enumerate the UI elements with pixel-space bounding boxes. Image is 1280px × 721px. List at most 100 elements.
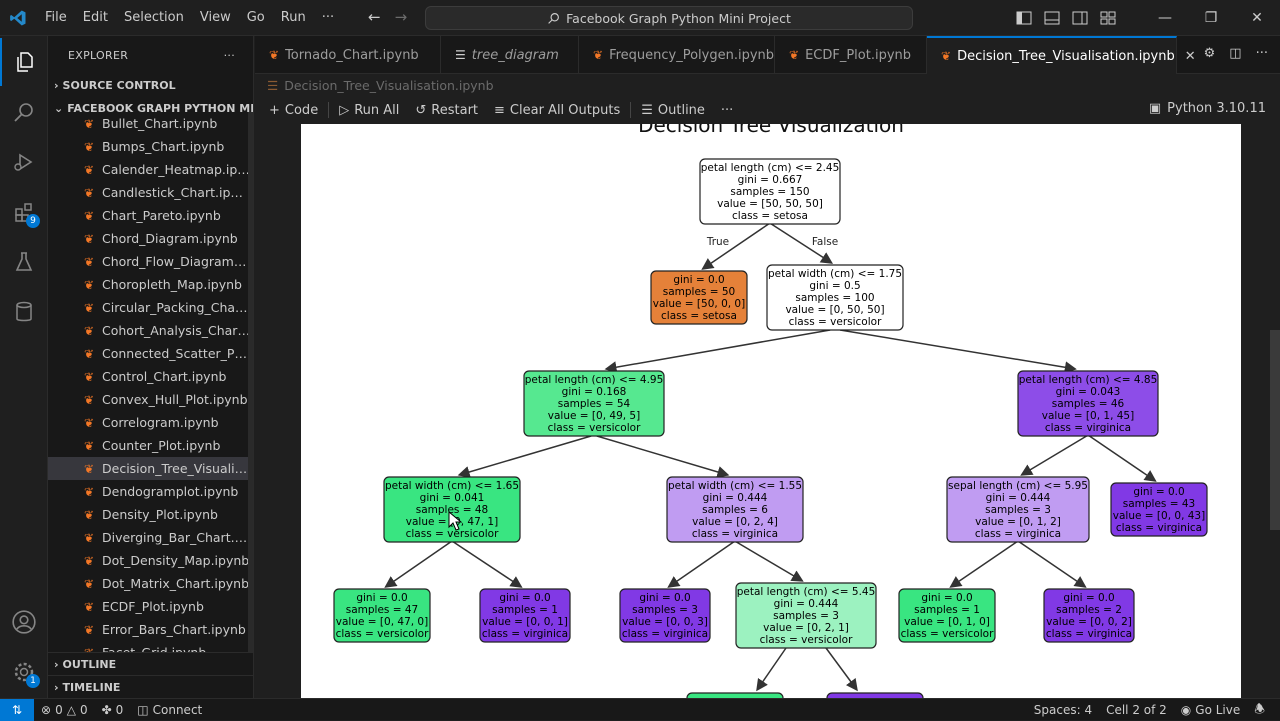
ports-status[interactable]: ✤0: [95, 703, 131, 717]
explorer-icon[interactable]: [0, 38, 48, 86]
explorer-more-icon[interactable]: ···: [223, 48, 235, 62]
menu-selection[interactable]: Selection: [123, 10, 184, 25]
close-window-icon[interactable]: ✕: [1251, 10, 1263, 26]
timeline-section[interactable]: › TIMELINE: [48, 675, 253, 698]
warning-icon: △: [66, 702, 76, 717]
minimize-icon[interactable]: —: [1158, 10, 1172, 26]
file-item[interactable]: ❦Control_Chart.ipynb: [48, 365, 253, 388]
toggle-secondary-sidebar-icon[interactable]: [1066, 11, 1094, 25]
breadcrumb-file[interactable]: Decision_Tree_Visualisation.ipynb: [284, 77, 494, 93]
manage-gear-icon[interactable]: 1: [0, 648, 48, 696]
toggle-panel-icon[interactable]: [1038, 11, 1066, 25]
file-item[interactable]: ❦Chord_Flow_Diagram.ip...: [48, 250, 253, 273]
tab-3[interactable]: ❦ECDF_Plot.ipynb: [775, 36, 927, 74]
menu-file[interactable]: File: [45, 10, 67, 25]
file-item[interactable]: ❦Cohort_Analysis_Chart.i...: [48, 319, 253, 342]
testing-flask-icon[interactable]: [0, 238, 48, 286]
file-item[interactable]: ❦ECDF_Plot.ipynb: [48, 595, 253, 618]
file-item[interactable]: ❦Choropleth_Map.ipynb: [48, 273, 253, 296]
tree-node-text: gini = 0.0: [673, 274, 724, 286]
connect-status[interactable]: ◫Connect: [130, 703, 209, 717]
sidebar-scrollbar[interactable]: [248, 112, 253, 652]
tree-edge: [825, 647, 858, 692]
file-name: Candlestick_Chart.ipynb: [102, 185, 250, 200]
menu-run[interactable]: Run: [280, 10, 306, 25]
file-item[interactable]: ❦Chart_Pareto.ipynb: [48, 204, 253, 227]
close-tab-icon[interactable]: ✕: [1184, 48, 1196, 64]
run-all-button[interactable]: ▷Run All: [331, 103, 407, 118]
file-item[interactable]: ❦Circular_Packing_Chart.i...: [48, 296, 253, 319]
file-name: Facet_Grid.ipynb: [102, 645, 206, 652]
accounts-icon[interactable]: [0, 598, 48, 646]
clear-outputs-button[interactable]: ≡Clear All Outputs: [486, 103, 628, 118]
jupyter-icon: ❦: [941, 49, 952, 63]
restart-button[interactable]: ↺Restart: [407, 103, 486, 118]
database-icon[interactable]: [0, 288, 48, 336]
jupyter-icon: ❦: [84, 461, 95, 476]
add-code-button[interactable]: +Code: [261, 103, 326, 118]
menu-go[interactable]: Go: [246, 10, 265, 25]
file-name: Circular_Packing_Chart.i...: [102, 300, 250, 315]
toolbar-more-button[interactable]: ···: [720, 102, 734, 118]
tab-2[interactable]: ❦Frequency_Polygen.ipynb: [579, 36, 775, 74]
toolbar-divider: [630, 102, 632, 118]
run-debug-icon[interactable]: [0, 138, 48, 186]
folder-section[interactable]: ⌄ FACEBOOK GRAPH PYTHON MI...: [48, 97, 253, 120]
file-item[interactable]: ❦Bullet_Chart.ipynb: [48, 112, 253, 135]
menu-view[interactable]: View: [199, 10, 231, 25]
tree-node-text: value = [0, 0, 2]: [1046, 616, 1132, 628]
command-center-search[interactable]: Facebook Graph Python Mini Project: [425, 6, 913, 30]
back-arrow-icon[interactable]: ←: [368, 8, 381, 26]
problems-status[interactable]: ⊗0 △0: [34, 703, 95, 717]
editor-scrollbar[interactable]: [1270, 330, 1280, 530]
tab-4[interactable]: ❦Decision_Tree_Visualisation.ipynb✕: [927, 36, 1196, 74]
file-item[interactable]: ❦Dot_Matrix_Chart.ipynb: [48, 572, 253, 595]
restore-icon[interactable]: ❐: [1204, 10, 1218, 26]
tab-1[interactable]: ☰tree_diagram: [441, 36, 579, 74]
forward-arrow-icon[interactable]: →: [394, 8, 408, 26]
file-item[interactable]: ❦Error_Bars_Chart.ipynb: [48, 618, 253, 641]
menu-more[interactable]: ···: [321, 10, 335, 25]
file-item[interactable]: ❦Dot_Density_Map.ipynb: [48, 549, 253, 572]
tree-edge: [1088, 435, 1157, 482]
remote-icon[interactable]: ⇅: [0, 698, 34, 721]
extensions-icon[interactable]: 9: [0, 188, 48, 236]
outline-section[interactable]: › OUTLINE: [48, 652, 253, 675]
more-actions-icon[interactable]: ···: [1255, 46, 1268, 61]
outline-button[interactable]: ☰Outline: [633, 103, 713, 118]
toggle-sidebar-icon[interactable]: [1010, 11, 1038, 25]
go-live-status[interactable]: ◉Go Live: [1174, 703, 1247, 717]
notifications-bell-icon[interactable]: 🕭: [1254, 701, 1265, 716]
tree-node-text: class = virginica: [692, 528, 778, 540]
jupyter-icon: ❦: [84, 323, 95, 338]
file-item[interactable]: ❦Density_Plot.ipynb: [48, 503, 253, 526]
settings-gear-icon[interactable]: ⚙: [1203, 46, 1216, 61]
tree-node-text: gini = 0.444: [703, 492, 768, 504]
file-item[interactable]: ❦Counter_Plot.ipynb: [48, 434, 253, 457]
source-control-section[interactable]: › SOURCE CONTROL: [48, 74, 253, 97]
file-item[interactable]: ❦Calender_Heatmap.ipynb: [48, 158, 253, 181]
tree-node-text: samples = 3: [773, 610, 839, 622]
file-item[interactable]: ❦Dendogramplot.ipynb: [48, 480, 253, 503]
tree-edge: [756, 647, 787, 692]
file-item[interactable]: ❦Diverging_Bar_Chart.ip...: [48, 526, 253, 549]
menu-edit[interactable]: Edit: [82, 10, 108, 25]
file-item[interactable]: ❦Facet_Grid.ipynb: [48, 641, 253, 652]
jupyter-icon: ❦: [84, 346, 95, 361]
search-view-icon[interactable]: [0, 88, 48, 136]
edge-label-false: False: [812, 236, 838, 248]
kernel-picker[interactable]: ▣ Python 3.10.11: [1149, 101, 1266, 116]
cell-position-status[interactable]: Cell 2 of 2: [1106, 703, 1167, 717]
file-item[interactable]: ❦Connected_Scatter_Plot...: [48, 342, 253, 365]
file-item[interactable]: ❦Decision_Tree_Visualisa...: [48, 457, 253, 480]
indent-status[interactable]: Spaces: 4: [1033, 703, 1093, 717]
file-item[interactable]: ❦Correlogram.ipynb: [48, 411, 253, 434]
file-item[interactable]: ❦Chord_Diagram.ipynb: [48, 227, 253, 250]
file-item[interactable]: ❦Convex_Hull_Plot.ipynb: [48, 388, 253, 411]
file-item[interactable]: ❦Bumps_Chart.ipynb: [48, 135, 253, 158]
customize-layout-icon[interactable]: [1094, 11, 1122, 25]
split-editor-icon[interactable]: ◫: [1229, 46, 1242, 61]
tab-0[interactable]: ❦Tornado_Chart.ipynb: [255, 36, 441, 74]
file-item[interactable]: ❦Candlestick_Chart.ipynb: [48, 181, 253, 204]
